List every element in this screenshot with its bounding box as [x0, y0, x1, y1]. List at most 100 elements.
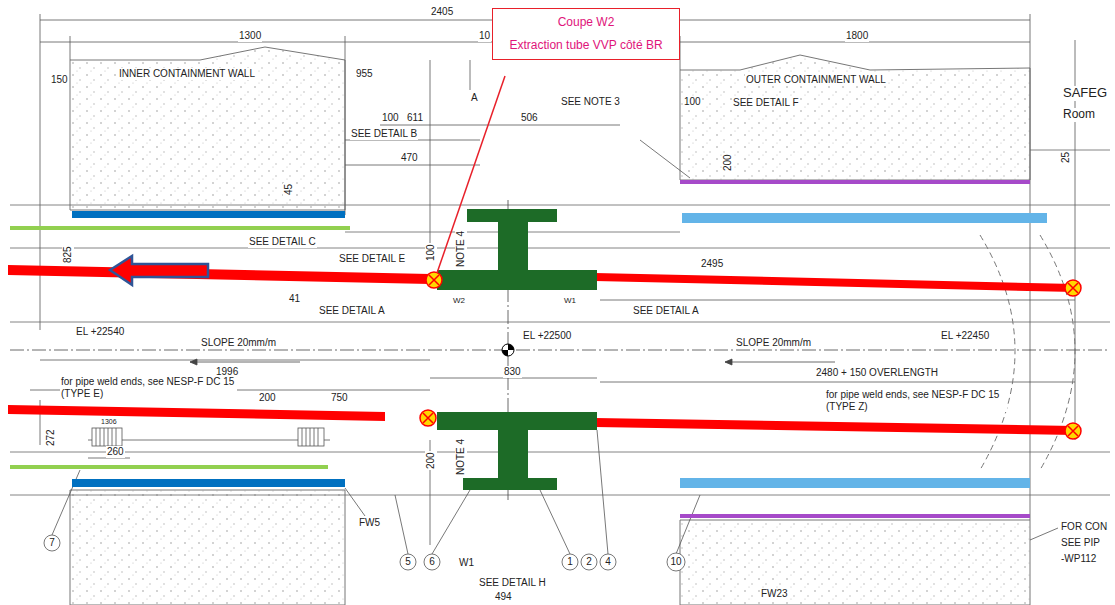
drawing-label: SEE DETAIL E	[338, 253, 406, 265]
drawing-label: FOR CON	[1060, 521, 1108, 533]
dimension-line	[380, 125, 620, 126]
extraction-arrow	[110, 256, 208, 285]
weld-marker	[426, 272, 442, 288]
liner-bar	[682, 213, 1047, 223]
drawing-line	[10, 495, 1110, 496]
slope-arrow	[725, 362, 835, 363]
liner-bar	[680, 180, 1030, 184]
flange	[498, 430, 528, 478]
weld-marker	[429, 275, 439, 285]
pipe	[8, 265, 1075, 435]
dimension-line	[345, 36, 346, 215]
liner-bar	[680, 514, 1030, 518]
leader-line	[676, 495, 700, 554]
drawing-label: 200	[722, 153, 734, 172]
weld-marker	[420, 272, 1081, 439]
dimension-line	[40, 360, 430, 361]
section-title: Coupe W2	[503, 15, 669, 30]
center-mark	[502, 350, 508, 356]
bellows-symbol	[92, 428, 122, 446]
dimension-line	[40, 14, 41, 330]
drawing-label: 260	[106, 446, 125, 458]
leader-line	[597, 430, 608, 554]
drawing-label: NOTE 4	[455, 230, 467, 268]
flange	[437, 209, 597, 490]
liner-bar	[72, 211, 345, 218]
drawing-label: SEE DETAIL F	[732, 97, 800, 109]
leader-line	[1030, 528, 1058, 540]
weld-marker	[1068, 283, 1078, 293]
drawing-line	[10, 205, 1110, 206]
drawing-label: 6	[428, 556, 436, 568]
callout-circle	[424, 554, 440, 570]
dimension-line	[430, 60, 431, 260]
drawing-label: 825	[62, 245, 74, 264]
drawing-label: 150	[50, 74, 69, 86]
drawing-label: FW5	[358, 517, 381, 529]
drawing-label: SEE DETAIL A	[632, 305, 700, 317]
drawing-label: for pipe weld ends, see NESP-F DC 15 (TY…	[60, 376, 237, 399]
drawing-label: 45	[283, 183, 295, 196]
drawing-line	[10, 322, 1110, 323]
drawing-label: W1	[563, 296, 577, 305]
drawing-label: W2	[452, 296, 466, 305]
center-mark	[502, 344, 514, 356]
drawing-label: SLOPE 20mm/m	[735, 337, 812, 349]
liner-bar	[10, 180, 1047, 518]
slope-arrow	[725, 359, 732, 365]
dimension-line	[470, 60, 471, 90]
callout-circle	[562, 554, 578, 570]
pipe	[8, 265, 430, 284]
center-mark	[508, 344, 514, 350]
sleeve-outline	[980, 235, 1015, 470]
drawing-label: A	[470, 92, 479, 104]
drawing-label: SLOPE 20mm/m	[200, 337, 277, 349]
slope-arrow	[190, 359, 197, 365]
dimension-line	[600, 300, 1075, 301]
drawing-label: 2495	[700, 258, 724, 270]
callout-circle	[667, 553, 685, 571]
callout-box: Coupe W2Extraction tube VVP côté BR	[492, 8, 680, 60]
dimension-line	[1030, 14, 1031, 520]
flange	[467, 209, 557, 222]
callout-circle	[400, 554, 416, 570]
drawing-label: 41	[288, 293, 301, 305]
drawing-label: 100	[381, 112, 400, 124]
drawing-line	[10, 150, 1110, 495]
dimension-line	[430, 378, 597, 379]
center-line	[10, 200, 1110, 500]
drawing-label: 830	[503, 366, 522, 378]
weld-marker	[1065, 280, 1081, 296]
drawing-line	[10, 452, 1110, 453]
liner-bar	[10, 226, 350, 230]
drawing-label: FW23	[760, 588, 789, 600]
weld-marker	[1065, 423, 1081, 439]
drawing-label: SAFEG	[1062, 86, 1108, 101]
drawing-label: Room	[1062, 108, 1096, 122]
drawing-label: 506	[520, 112, 539, 124]
weld-marker	[1068, 426, 1078, 436]
drawing-label: 7	[48, 537, 56, 549]
callout-leader	[437, 76, 505, 273]
drawing-line	[10, 248, 1110, 249]
drawing-label: 272	[45, 428, 57, 447]
dimension-line	[600, 382, 1075, 383]
concrete-wall	[70, 490, 345, 605]
drawing-label: 2	[585, 556, 593, 568]
liner-bar	[72, 479, 345, 487]
dimension-line	[70, 36, 71, 60]
flange	[498, 222, 528, 272]
drawing-label: OUTER CONTAINMENT WALL	[745, 74, 887, 86]
drawing-label: 955	[355, 68, 374, 80]
drawing-label: 611	[406, 112, 424, 124]
bellows-symbol	[92, 428, 324, 446]
callout-circle	[44, 535, 60, 551]
drawing-label: 1300	[238, 30, 262, 42]
drawing-label: 200	[425, 451, 437, 470]
drawing-label: SEE DETAIL C	[248, 236, 317, 248]
callout-circle	[581, 554, 597, 570]
concrete-wall	[70, 47, 345, 210]
drawing-label: 1	[566, 556, 574, 568]
